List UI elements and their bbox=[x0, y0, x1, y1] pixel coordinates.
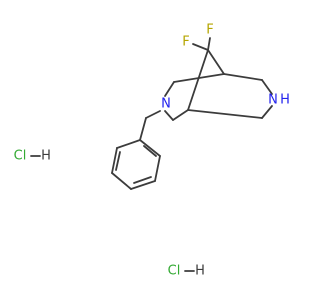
bond-benz-2 bbox=[154, 155, 161, 182]
atom-amine-hydrogen: H bbox=[280, 93, 290, 108]
bond-benz-inner-2 bbox=[133, 176, 152, 184]
bond-n-ch2 bbox=[145, 110, 161, 119]
bond-cf-2 bbox=[207, 37, 211, 51]
atom-nitrogen-benzyl: N bbox=[161, 97, 171, 112]
structure-drawing: F F N N H Cl H Cl H bbox=[14, 23, 290, 279]
salt-2-hydrogen: H bbox=[195, 264, 205, 279]
bond-benz-inner-3 bbox=[115, 151, 121, 171]
bond-ring2-b bbox=[261, 79, 273, 95]
bond-benz-5 bbox=[111, 147, 118, 174]
salt-1-chlorine: Cl bbox=[14, 149, 27, 164]
bond-bridge-left bbox=[187, 49, 209, 111]
salt-2-chlorine: Cl bbox=[168, 264, 181, 279]
bond-ring2-c bbox=[261, 105, 273, 119]
bond-cf-1 bbox=[192, 43, 209, 51]
bond-layer bbox=[30, 37, 273, 272]
atom-layer: F F N N H Cl H Cl H bbox=[14, 23, 290, 279]
bond-benz-4 bbox=[111, 172, 132, 190]
bond-ring2-d bbox=[187, 109, 263, 119]
bond-benz-3 bbox=[130, 180, 156, 190]
bond-ring1-b bbox=[164, 81, 175, 97]
atom-fluorine-2: F bbox=[206, 23, 213, 38]
bond-bridge-right bbox=[207, 49, 225, 75]
atom-fluorine-1: F bbox=[182, 35, 189, 50]
bond-ring2-a bbox=[223, 73, 263, 81]
bond-ring1-d bbox=[172, 109, 189, 121]
bond-ch2-ring bbox=[139, 117, 147, 141]
bond-benz-6 bbox=[116, 139, 141, 149]
bond-ring1-a bbox=[173, 73, 225, 83]
atom-nitrogen-amine: N bbox=[268, 93, 278, 108]
salt-1-hydrogen: H bbox=[41, 149, 51, 164]
molecule-diagram: F F N N H Cl H Cl H bbox=[14, 23, 290, 279]
bond-benz-inner-1 bbox=[143, 145, 157, 157]
bond-benz-1 bbox=[139, 139, 161, 157]
bond-ring1-c bbox=[164, 110, 174, 121]
